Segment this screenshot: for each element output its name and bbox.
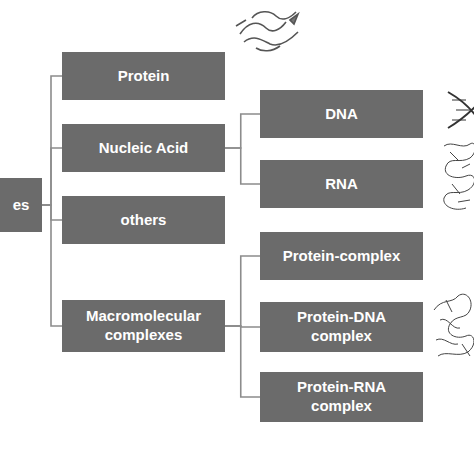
box-label: Protein-DNA complex bbox=[274, 308, 409, 346]
tree-connector bbox=[42, 205, 62, 220]
rna-detail bbox=[450, 152, 470, 202]
category-box: Macromolecular complexes bbox=[62, 300, 225, 352]
box-label: Protein bbox=[118, 67, 170, 86]
ribbon-strand bbox=[252, 12, 296, 19]
rna-structure-icon bbox=[444, 143, 474, 209]
subcategory-box: DNA bbox=[260, 90, 423, 138]
ribbon-arrow bbox=[290, 14, 298, 24]
tree-connector bbox=[225, 326, 260, 397]
helix-strand bbox=[448, 92, 474, 128]
ribbon-strand bbox=[240, 22, 286, 34]
tree-connector bbox=[225, 148, 260, 184]
complex-detail bbox=[436, 300, 470, 356]
dna-helix-icon bbox=[448, 92, 474, 128]
ribbon-strand bbox=[236, 20, 280, 51]
box-label: others bbox=[121, 211, 167, 230]
box-label: Protein-RNA complex bbox=[274, 378, 409, 416]
subcategory-box: Protein-RNA complex bbox=[260, 372, 423, 422]
subcategory-box: Protein-complex bbox=[260, 232, 423, 280]
category-box: Protein bbox=[62, 52, 225, 100]
base-pair bbox=[452, 100, 470, 120]
protein-dna-complex-icon bbox=[434, 294, 474, 356]
complex-backbone bbox=[434, 294, 474, 356]
subcategory-box: Protein-DNA complex bbox=[260, 302, 423, 352]
box-label: Nucleic Acid bbox=[99, 139, 188, 158]
tree-connector bbox=[225, 114, 260, 148]
tree-connector bbox=[42, 148, 62, 205]
tree-connector bbox=[225, 256, 260, 326]
box-label: Macromolecular complexes bbox=[76, 307, 211, 345]
category-box: others bbox=[62, 196, 225, 244]
protein-ribbon-icon bbox=[236, 12, 298, 51]
box-label: Protein-complex bbox=[283, 247, 401, 266]
category-box: Nucleic Acid bbox=[62, 124, 225, 172]
root-box: es bbox=[0, 178, 42, 232]
tree-connector bbox=[42, 76, 62, 205]
ribbon-strand bbox=[244, 32, 298, 45]
box-label: RNA bbox=[325, 175, 358, 194]
tree-connector bbox=[42, 205, 62, 326]
rna-backbone bbox=[444, 143, 474, 209]
box-label: DNA bbox=[325, 105, 358, 124]
subcategory-box: RNA bbox=[260, 160, 423, 208]
box-label: es bbox=[13, 196, 30, 215]
